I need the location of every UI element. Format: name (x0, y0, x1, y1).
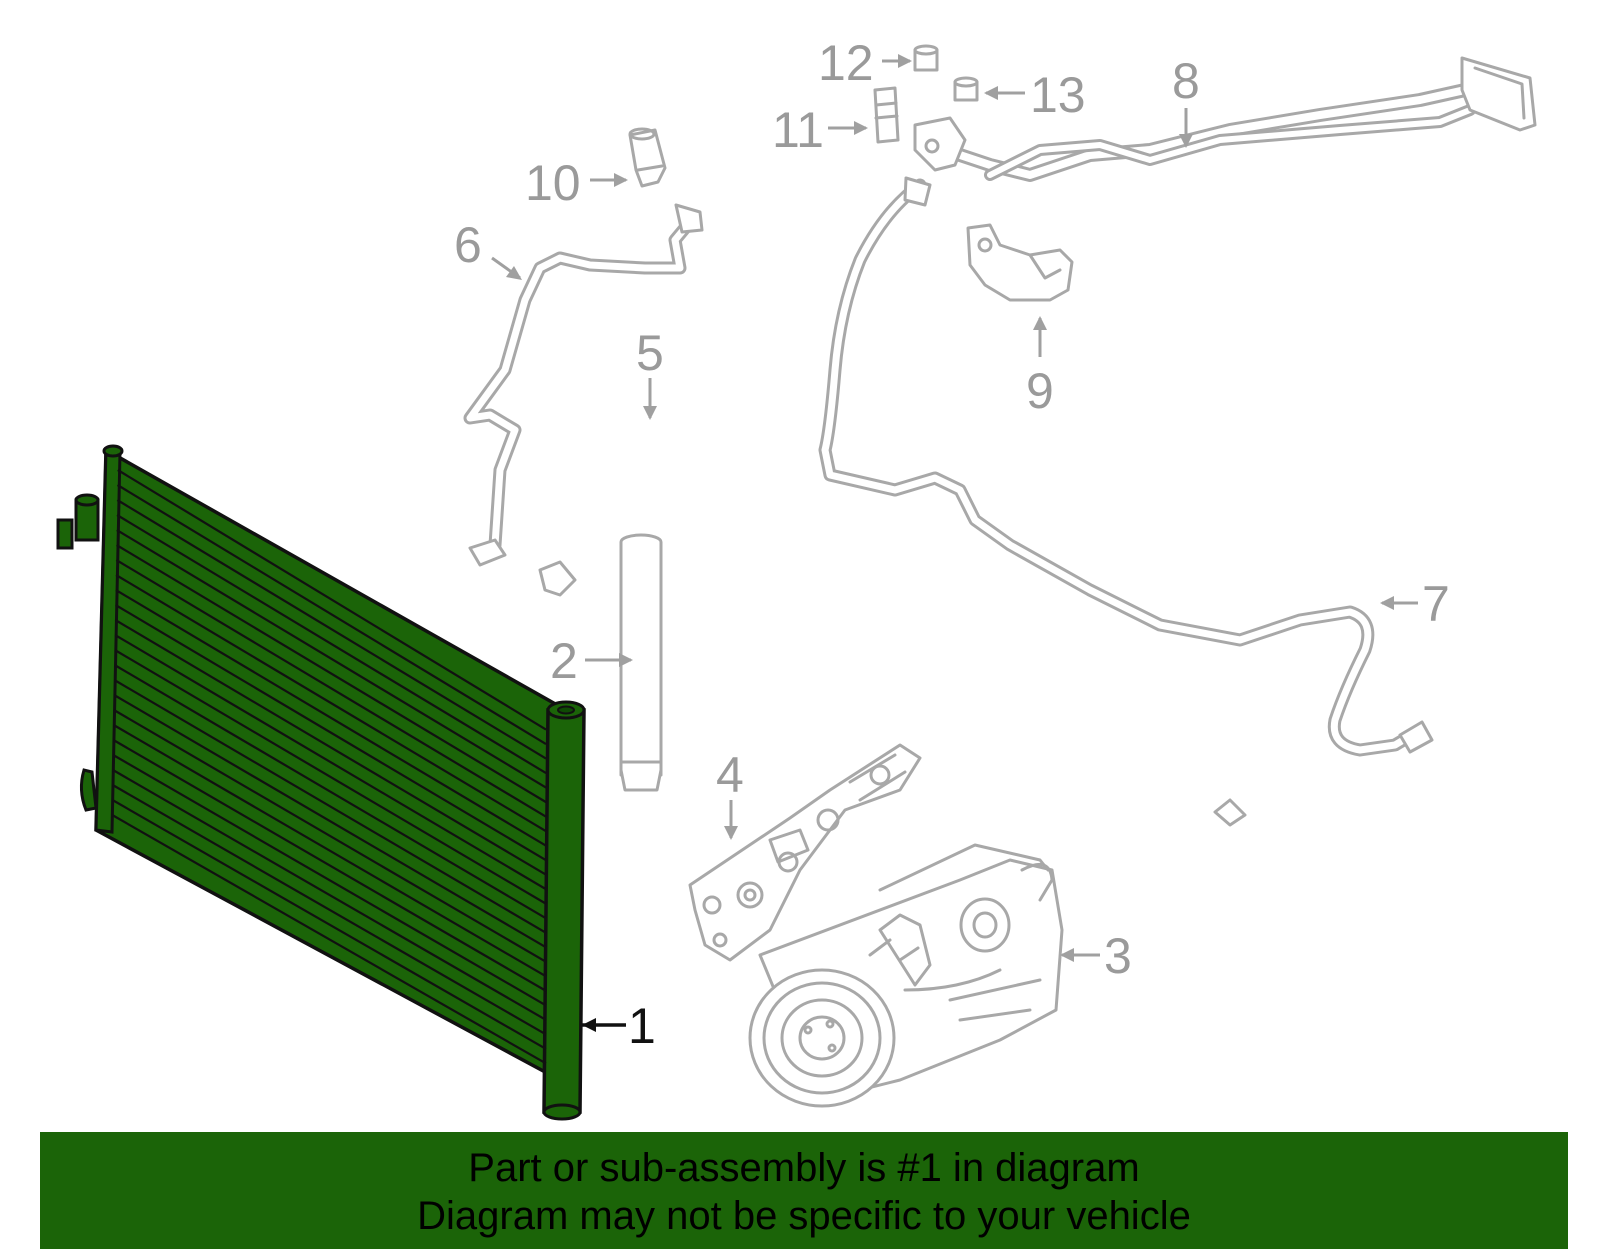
condenser-fin (115, 544, 547, 804)
condenser-fin (115, 589, 547, 847)
part-1-condenser[interactable] (56, 444, 586, 1121)
condenser-fin (117, 469, 547, 731)
condenser-fin (115, 574, 547, 833)
condenser-fin (114, 619, 547, 876)
condenser-fin (112, 769, 547, 1021)
callout-labels: 1 2 3 4 5 6 7 8 9 10 11 12 13 (454, 35, 1450, 1054)
part-11-sensor[interactable] (873, 86, 900, 144)
condenser-fin (114, 649, 547, 905)
condenser-fin (113, 709, 547, 963)
condenser-fin (116, 484, 547, 745)
condenser-fin (113, 694, 547, 949)
condenser-fin (116, 499, 547, 760)
banner-line-2: Diagram may not be specific to your vehi… (417, 1194, 1191, 1238)
condenser-fin (112, 784, 547, 1036)
callout-10[interactable]: 10 (525, 155, 581, 211)
callout-6[interactable]: 6 (454, 217, 482, 273)
callout-4[interactable]: 4 (716, 747, 744, 803)
callout-13[interactable]: 13 (1030, 67, 1086, 123)
condenser-fin (112, 754, 547, 1007)
part-13-cap[interactable] (953, 76, 979, 102)
condenser-fin (111, 814, 547, 1065)
condenser-fin (116, 529, 547, 789)
part-4-bracket[interactable] (688, 743, 922, 962)
part-6-hose[interactable] (463, 203, 704, 567)
condenser-fin (111, 799, 547, 1050)
condenser-fin (116, 514, 547, 775)
condenser-fin (113, 679, 547, 934)
part-12-cap[interactable] (913, 44, 939, 72)
part-2-drier[interactable] (619, 533, 663, 792)
info-banner: Part or sub-assembly is #1 in diagram Di… (40, 1132, 1568, 1249)
condenser-fin (115, 604, 547, 862)
condenser-fin (114, 664, 547, 920)
part-9-clip[interactable] (966, 223, 1074, 302)
callout-1[interactable]: 1 (628, 998, 656, 1054)
callout-7[interactable]: 7 (1422, 576, 1450, 632)
callout-5[interactable]: 5 (636, 325, 664, 381)
condenser-fin (113, 724, 547, 978)
banner-line-1: Part or sub-assembly is #1 in diagram (468, 1146, 1140, 1190)
condenser-fin (114, 634, 547, 891)
part-7-hose[interactable] (818, 176, 1434, 757)
callout-arrows (491, 54, 1418, 1032)
part-3-compressor[interactable] (748, 843, 1064, 1108)
part-5-line[interactable] (538, 437, 1294, 827)
callout-8[interactable]: 8 (1172, 53, 1200, 109)
callout-3[interactable]: 3 (1104, 928, 1132, 984)
condenser-fin (112, 739, 547, 992)
callout-9[interactable]: 9 (1026, 363, 1054, 419)
condenser-fin (115, 559, 547, 818)
callout-11[interactable]: 11 (772, 102, 824, 158)
part-8-line[interactable] (913, 56, 1537, 182)
callout-12[interactable]: 12 (818, 35, 874, 91)
part-10-switch[interactable] (628, 127, 667, 188)
callout-2[interactable]: 2 (550, 633, 578, 689)
